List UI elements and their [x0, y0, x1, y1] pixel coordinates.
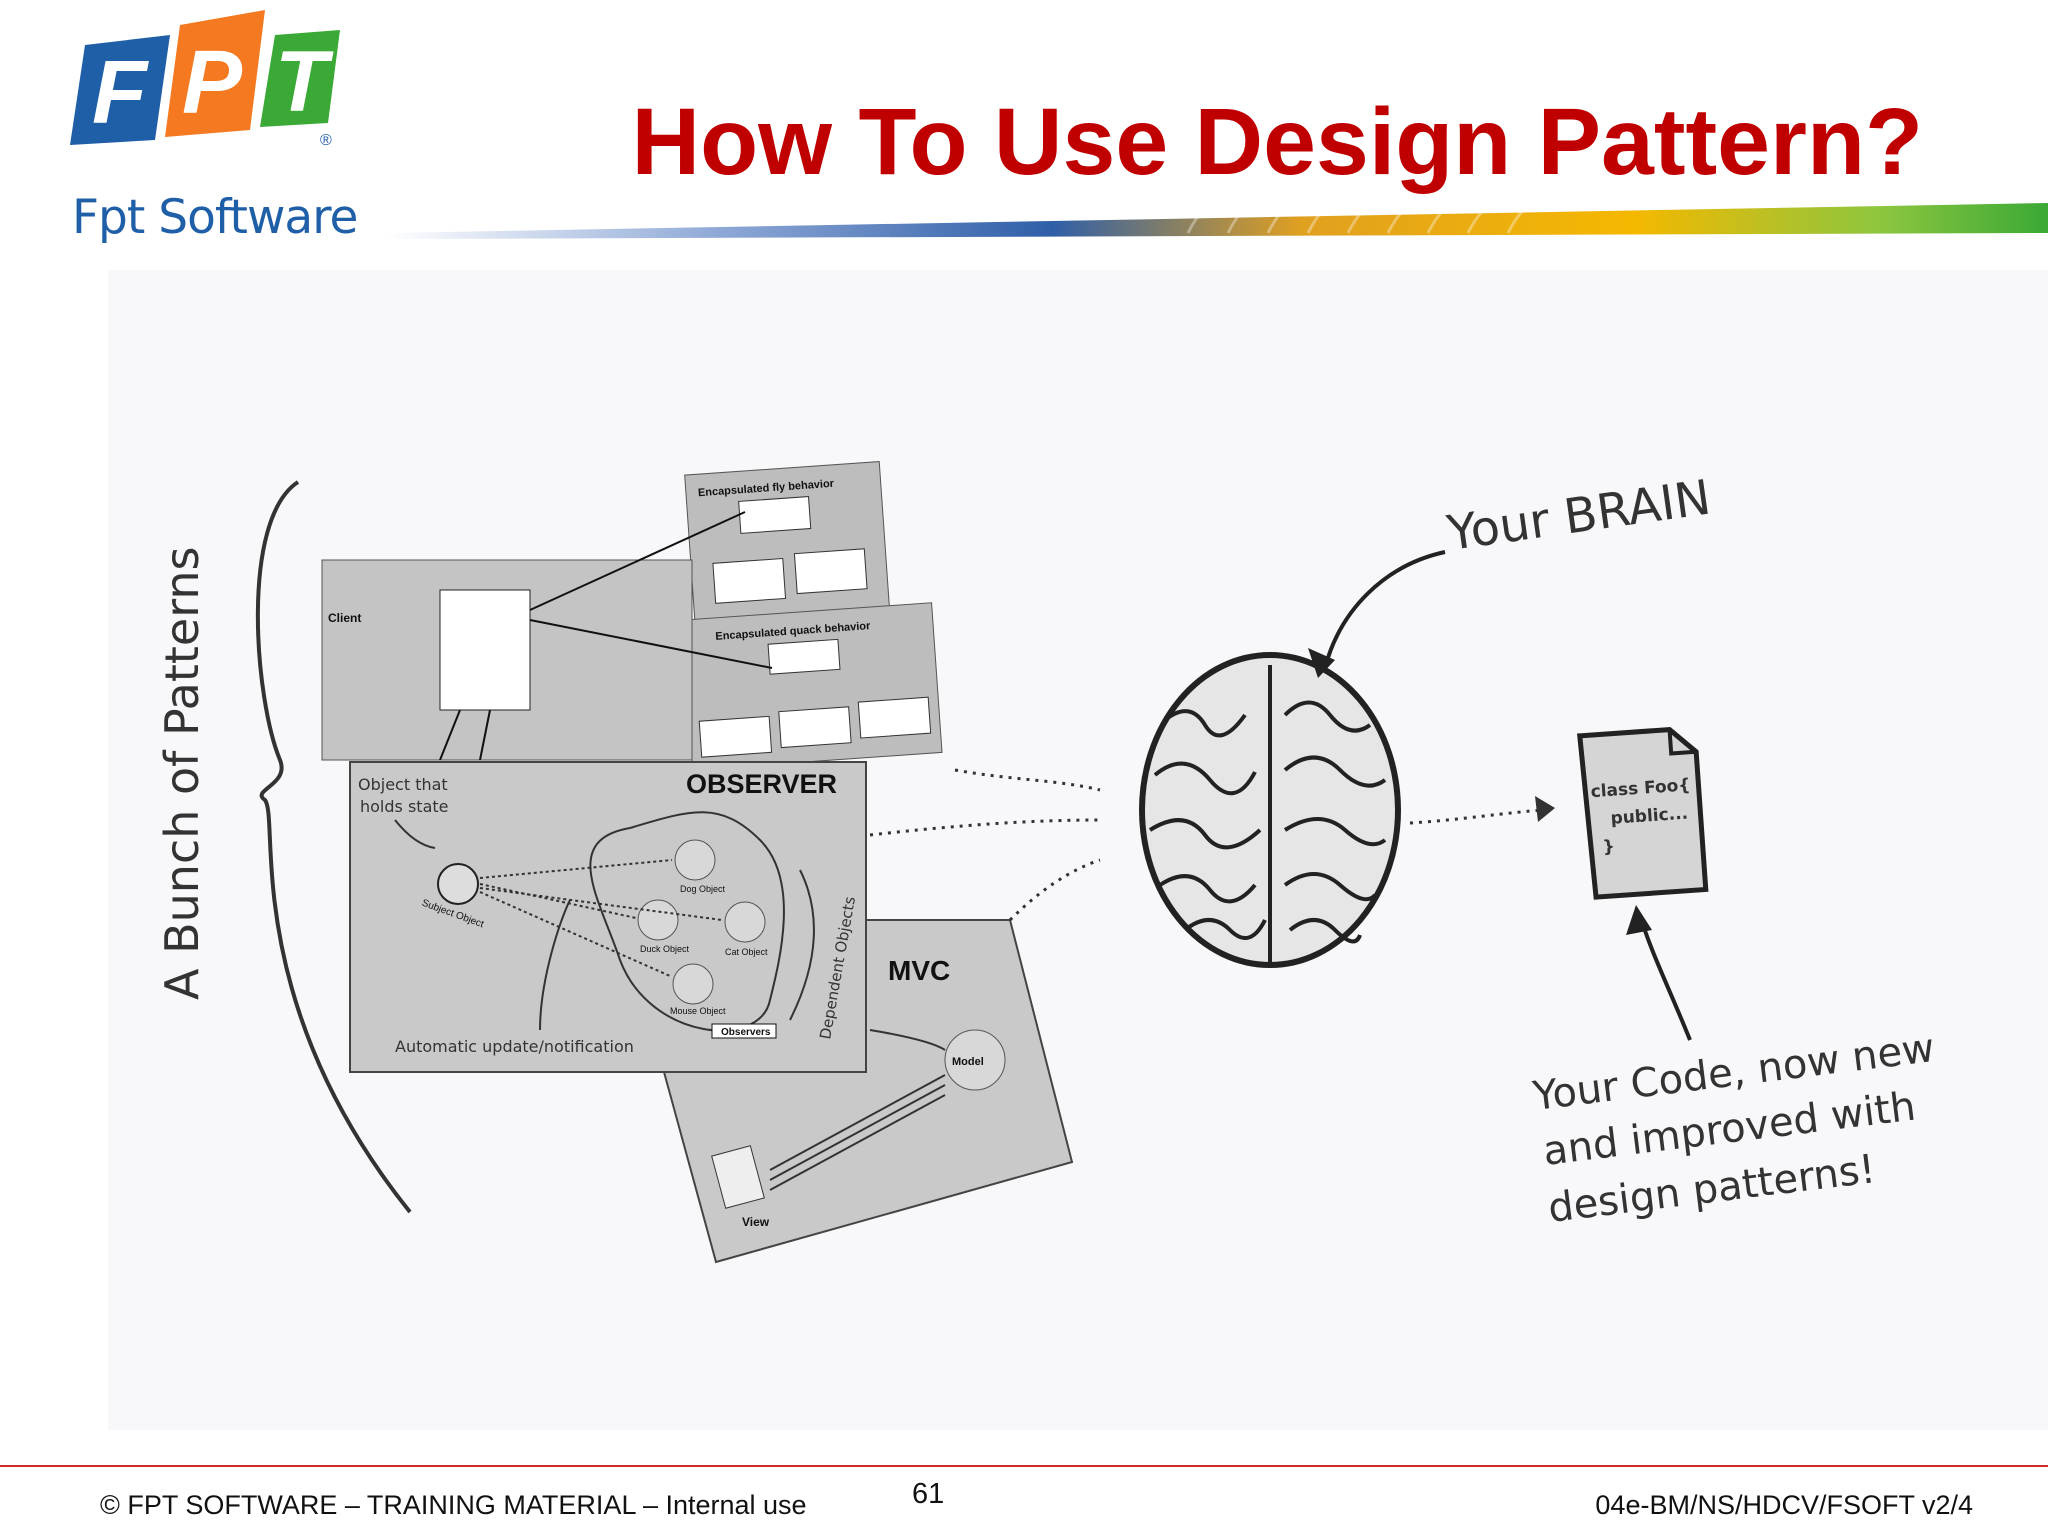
header-banner: [388, 203, 2048, 239]
left-brace: [255, 480, 412, 1214]
subject-object: [437, 863, 479, 905]
observer-duck-object: [637, 899, 679, 941]
label-dog: Dog Object: [680, 884, 726, 894]
update-label: Automatic update/notification: [395, 1037, 634, 1056]
mvc-model: [944, 1029, 1006, 1091]
dotted-arrows-to-brain: [869, 768, 1101, 922]
logo-letter-t: T: [275, 34, 334, 130]
label-duck: Duck Object: [640, 944, 690, 954]
footer-copyright: © FPT SOFTWARE – TRAINING MATERIAL – Int…: [100, 1490, 807, 1520]
brace-label: A Bunch of Patterns: [155, 547, 209, 1000]
page-number: 61: [912, 1478, 945, 1510]
footer-document-code: 04e-BM/NS/HDCV/FSOFT v2/4: [1595, 1490, 1973, 1520]
label-cat: Cat Object: [725, 947, 768, 957]
panel-client-title: Client: [328, 611, 361, 625]
brain-icon: [1139, 652, 1401, 968]
mvc-model-label: Model: [952, 1056, 984, 1068]
panel-strategy-fly: Encapsulated fly behavior: [684, 461, 890, 621]
fpt-logo-mark: F P T ®: [70, 10, 340, 149]
logo-letter-p: P: [182, 33, 243, 133]
observers-label: Observers: [721, 1027, 771, 1038]
panel-observer: [349, 761, 867, 1073]
observer-cat-object: [724, 901, 766, 943]
observers-box: [711, 1023, 777, 1039]
observer-note-line2: holds state: [360, 797, 448, 816]
observer-dog-object: [674, 839, 716, 881]
fpt-logo: F P T ®: [70, 5, 350, 250]
observer-cloud: [589, 811, 785, 1032]
code-line-3: }: [1602, 837, 1615, 858]
observer-title: OBSERVER: [686, 769, 837, 799]
footer-divider: [0, 1465, 2048, 1467]
code-document-icon: class Foo{ public... }: [1577, 727, 1709, 900]
mvc-view-label: View: [742, 1215, 770, 1229]
svg-text:®: ®: [320, 132, 332, 149]
logo-subtitle: Fpt Software: [72, 190, 358, 245]
client-class-box: [439, 589, 531, 711]
page-title: How To Use Design Pattern?: [631, 89, 1923, 195]
brain-label: Your BRAIN: [1443, 470, 1714, 562]
observer-note-line1: Object that: [358, 775, 448, 794]
mvc-title: MVC: [888, 955, 950, 986]
observer-mouse-object: [672, 963, 714, 1005]
panel-strategy-quack: Encapsulated quack behavior: [681, 602, 943, 771]
label-mouse: Mouse Object: [670, 1006, 726, 1016]
logo-letter-f: F: [92, 43, 149, 143]
dotted-arrow-to-code: [1409, 808, 1546, 825]
mvc-view: [711, 1145, 765, 1209]
